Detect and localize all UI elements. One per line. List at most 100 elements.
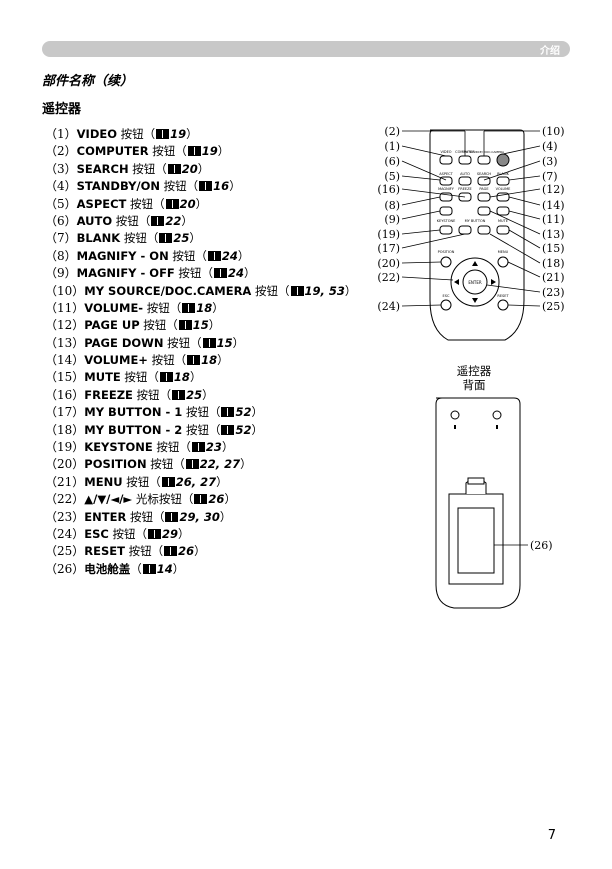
ref-close-paren: ） xyxy=(229,179,241,194)
keystone-label: KEYSTONE xyxy=(437,219,456,223)
ref-close-paren: ） xyxy=(217,144,230,159)
list-item: （9）MAGNIFY - OFF 按钮（24） xyxy=(45,265,356,282)
book-icon xyxy=(164,546,178,557)
item-name: ASPECT xyxy=(76,196,127,211)
enter-label: ENTER xyxy=(468,280,481,285)
list-item: （2）COMPUTER 按钮（19） xyxy=(45,143,356,160)
ref-open-paren: （ xyxy=(135,526,148,541)
item-suffix: 按钮 xyxy=(147,353,175,368)
book-icon xyxy=(187,355,201,366)
my-source-button-shape[interactable] xyxy=(477,155,491,165)
page-reference[interactable]: 25 xyxy=(186,387,203,402)
video-label: VIDEO xyxy=(440,150,451,154)
page-reference[interactable]: 52 xyxy=(235,422,252,437)
keystone-button-shape[interactable] xyxy=(439,225,453,235)
page-reference[interactable]: 20 xyxy=(179,196,196,211)
page-reference[interactable]: 29, 30 xyxy=(179,509,220,524)
item-name: FREEZE xyxy=(84,387,133,402)
page-reference[interactable]: 52 xyxy=(235,405,252,420)
page-reference[interactable]: 20 xyxy=(181,161,198,176)
ref-close-paren: ） xyxy=(240,457,252,472)
volume-minus-button-shape[interactable] xyxy=(496,206,510,216)
reset-button-shape[interactable] xyxy=(497,299,509,311)
reset-label: RESET xyxy=(497,294,509,298)
item-suffix: 按钮 xyxy=(148,144,176,159)
mute-button-shape[interactable] xyxy=(496,225,510,235)
my-button-2-shape[interactable] xyxy=(477,225,491,235)
page-reference[interactable]: 19, 53 xyxy=(304,283,345,298)
page-reference[interactable]: 23 xyxy=(205,440,222,455)
ref-open-paren: （ xyxy=(208,422,221,437)
item-suffix: 按钮 xyxy=(168,248,196,263)
esc-button-shape[interactable] xyxy=(440,299,452,311)
page-reference[interactable]: 19 xyxy=(201,144,218,159)
ref-open-paren: （ xyxy=(143,127,156,141)
list-item: （3）SEARCH 按钮（20） xyxy=(45,161,356,178)
item-suffix: 按钮 xyxy=(112,213,139,228)
remote-back xyxy=(435,397,528,609)
ref-open-paren: （ xyxy=(151,544,164,559)
position-button-shape[interactable] xyxy=(440,256,452,268)
search-label: SEARCH xyxy=(477,172,492,176)
ref-close-paren: ） xyxy=(189,231,201,246)
page-reference[interactable]: 26, 27 xyxy=(175,474,217,489)
list-item: （5）ASPECT 按钮（20） xyxy=(45,196,356,213)
ref-close-paren: ） xyxy=(194,544,206,559)
enter-button-shape[interactable] xyxy=(462,269,488,295)
callout-12: (12) xyxy=(542,183,565,196)
list-item: （22）▲/▼/◄/► 光标按钮（26） xyxy=(45,491,356,508)
page-reference[interactable]: 26 xyxy=(178,544,195,559)
ref-open-paren: （ xyxy=(152,509,165,524)
page-up-button-shape[interactable] xyxy=(477,192,491,202)
item-name: MENU xyxy=(84,474,123,489)
page-reference[interactable]: 14 xyxy=(156,561,173,576)
standby-button-shape[interactable] xyxy=(496,153,510,167)
menu-button-shape[interactable] xyxy=(497,256,509,268)
page-reference[interactable]: 24 xyxy=(227,266,244,281)
auto-label: AUTO xyxy=(460,172,470,176)
item-name: MY SOURCE/DOC.CAMERA xyxy=(84,283,252,298)
list-item: （26）电池舱盖（14） xyxy=(45,561,356,578)
ref-open-paren: （ xyxy=(159,387,172,402)
book-icon xyxy=(142,563,156,574)
ref-open-paren: （ xyxy=(181,492,194,507)
ref-open-paren: （ xyxy=(169,300,182,315)
item-name: 电池舱盖 xyxy=(84,561,131,576)
item-number: （17） xyxy=(45,405,85,420)
page-down-button-shape[interactable] xyxy=(477,206,491,216)
callout-16: (16) xyxy=(377,183,400,196)
page-reference[interactable]: 25 xyxy=(173,231,190,246)
page-reference[interactable]: 26 xyxy=(208,492,225,507)
page-reference[interactable]: 19 xyxy=(170,127,187,141)
my-button-1-shape[interactable] xyxy=(458,225,472,235)
page-reference[interactable]: 18 xyxy=(196,300,213,315)
page-reference[interactable]: 15 xyxy=(216,335,233,350)
page-reference[interactable]: 29 xyxy=(162,526,179,541)
page-reference[interactable]: 24 xyxy=(221,248,238,263)
item-suffix: 按钮 xyxy=(132,387,160,402)
page-reference[interactable]: 18 xyxy=(201,353,218,368)
page-reference[interactable]: 15 xyxy=(192,318,209,333)
item-suffix: 按钮 xyxy=(139,318,167,333)
video-button-shape[interactable] xyxy=(439,155,453,165)
ref-open-paren: （ xyxy=(175,144,187,159)
list-item: （7）BLANK 按钮（25） xyxy=(45,230,356,247)
remote-front: VIDEO COMPUTER MY SOURCE/ DOC.CAMERA ASP… xyxy=(429,129,525,341)
header-bar: 介绍 xyxy=(42,41,570,57)
item-number: （26） xyxy=(45,561,85,576)
page-reference[interactable]: 18 xyxy=(173,370,190,385)
auto-button-shape[interactable] xyxy=(458,176,472,186)
item-suffix: 按钮 xyxy=(143,300,170,315)
ref-close-paren: ） xyxy=(232,335,245,350)
page-reference[interactable]: 16 xyxy=(213,179,230,194)
page-reference[interactable]: 22 xyxy=(165,213,182,228)
section-title: 部件名称（续） xyxy=(42,74,134,89)
blank-button-shape[interactable] xyxy=(496,176,510,186)
page-reference[interactable]: 22, 27 xyxy=(199,457,241,472)
callout-7: (7) xyxy=(542,170,558,183)
magnify-off-button-shape[interactable] xyxy=(439,206,453,216)
ref-open-paren: （ xyxy=(138,213,151,228)
position-label: POSITION xyxy=(438,250,455,254)
ref-open-paren: （ xyxy=(179,440,191,455)
computer-button-shape[interactable] xyxy=(458,155,472,165)
